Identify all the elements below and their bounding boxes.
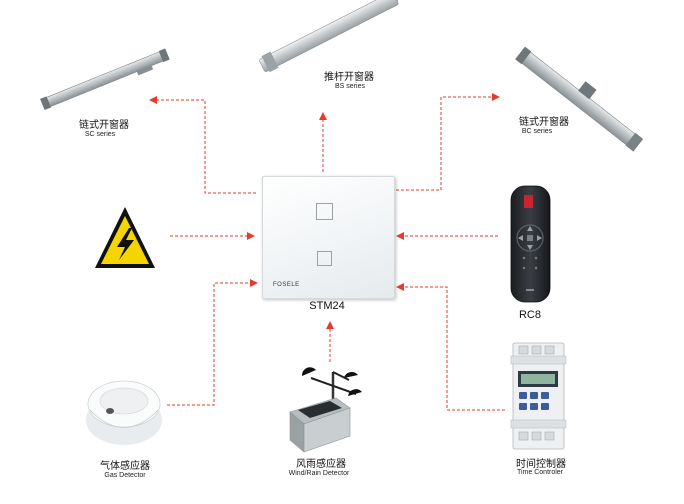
- arrow-to-sc: [149, 96, 256, 194]
- bs-label-cn: 推杆开窗器: [324, 72, 374, 83]
- arrow-from-gas: [167, 279, 258, 406]
- arrow-to-bc: [396, 93, 500, 191]
- panel-model-label: STM24: [309, 300, 345, 312]
- timer-label-en: Time Controler: [516, 469, 564, 476]
- chain-actuator-bc-icon: [515, 46, 644, 152]
- bc-label-en: BC series: [521, 128, 553, 135]
- arrow-from-timer: [396, 283, 505, 411]
- remote-control-icon: [510, 185, 551, 303]
- open-window-key-icon: [316, 203, 333, 220]
- wind-label-cn: 风雨感应器: [296, 459, 346, 470]
- linear-actuator-icon: [259, 0, 417, 73]
- gas-label-cn: 气体感应器: [100, 461, 150, 472]
- timer-switch-icon: [510, 342, 567, 450]
- sc-label-cn: 链式开窗器: [79, 120, 129, 131]
- bs-label-en: BS series: [335, 83, 365, 90]
- anemometer-icon: [289, 367, 362, 453]
- control-panel: FOSELE: [262, 176, 395, 299]
- warning-voltage-icon: [95, 207, 155, 268]
- smoke-detector-icon: [86, 380, 162, 445]
- wind-label-en: Wind/Rain Detector: [288, 470, 350, 477]
- bc-label-cn: 链式开窗器: [519, 117, 569, 128]
- timer-label-cn: 时间控制器: [516, 459, 566, 470]
- close-window-key-icon: [317, 251, 332, 266]
- chain-actuator-icon: [40, 48, 170, 111]
- panel-brand: FOSELE: [273, 282, 300, 288]
- remote-label: RC8: [518, 309, 542, 321]
- sc-label-en: SC series: [84, 131, 116, 138]
- gas-label-en: Gas Detector: [104, 472, 146, 479]
